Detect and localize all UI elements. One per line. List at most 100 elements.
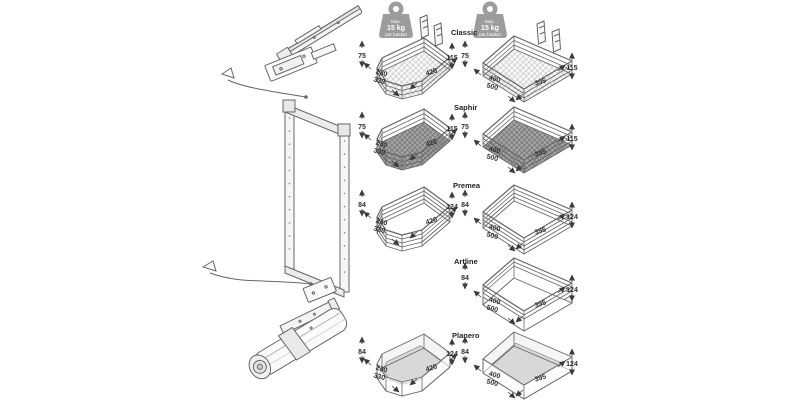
dim-value: 124 — [566, 361, 578, 368]
frame-assembly — [201, 4, 363, 380]
dim-arrow — [363, 358, 372, 366]
dim-arrow — [409, 231, 418, 239]
dim-arrow — [515, 242, 524, 250]
dim-arrow — [473, 217, 482, 225]
edge-dimension: 400500 — [473, 290, 516, 325]
dim-value-line: 230 — [375, 365, 388, 375]
dim-value: 230330 — [373, 140, 388, 158]
dim-value-line: 230 — [375, 218, 388, 228]
height-dimension: 75 — [358, 111, 366, 139]
dim-arrow — [391, 160, 400, 168]
dim-arrow — [507, 95, 516, 103]
edge-dimension: 400500 — [473, 68, 516, 103]
dim-value: 75 — [461, 124, 469, 131]
basket-meshL — [482, 35, 573, 103]
dim-value-line: 500 — [486, 231, 499, 241]
dim-value: 84 — [461, 275, 469, 282]
dim-value: 395 — [534, 77, 547, 87]
height-dimension: 75 — [358, 40, 366, 68]
dim-value: 420 — [425, 67, 438, 77]
badge-line-max: Max. — [391, 19, 401, 24]
dim-arrow — [449, 353, 458, 361]
height-dimension: 75 — [461, 40, 469, 68]
dim-arrow — [557, 286, 566, 294]
edge-dimension: 420 — [409, 353, 458, 386]
badge-line-weight: 15 kg — [481, 25, 499, 32]
edge-dimension: 230330 — [363, 62, 400, 97]
series-label: Classic — [451, 28, 477, 37]
edge-dimension: 230330 — [363, 358, 400, 393]
dim-value-line: 500 — [486, 153, 499, 163]
dim-value-line: 230 — [375, 69, 388, 79]
dim-arrow — [391, 385, 400, 393]
dim-value-line: 400 — [488, 224, 501, 234]
dim-value: 400500 — [486, 224, 501, 242]
dim-value: 115 — [566, 65, 577, 72]
series-label: Planero — [452, 331, 480, 340]
badge-line-max: Max. — [485, 19, 495, 24]
dim-value: 420 — [425, 138, 438, 148]
basket-artline — [482, 257, 573, 332]
dim-arrow — [409, 82, 418, 90]
dim-arrow — [557, 64, 566, 72]
dim-arrow — [507, 317, 516, 325]
basket-meshD — [482, 106, 573, 174]
bottom-bracket — [302, 277, 337, 303]
edge-dimension: 395 — [515, 213, 566, 250]
hook-brackets-1 — [419, 14, 444, 47]
dim-value: 84 — [358, 349, 366, 356]
basket-rails — [482, 184, 573, 255]
edge-dimension: 395 — [515, 64, 566, 101]
dim-arrow — [515, 93, 524, 101]
edge-dimension: 395 — [515, 135, 566, 172]
dim-value: 115 — [566, 136, 577, 143]
dim-value-line: 500 — [486, 378, 499, 388]
dim-arrow — [515, 164, 524, 172]
series-label: Premea — [453, 181, 481, 190]
edge-dimension: 230330 — [363, 133, 400, 168]
badges-layer: Max. 15 kg per basket Max. 15 kg per bas… — [379, 1, 562, 53]
dim-value: 124 — [566, 214, 578, 221]
pull-out-frame — [282, 99, 351, 298]
dim-value-line: 500 — [486, 304, 499, 314]
dim-value-line: 330 — [373, 147, 386, 157]
dim-arrow — [473, 139, 482, 147]
dim-value: 395 — [534, 299, 547, 309]
dim-arrow — [557, 135, 566, 143]
dim-arrow — [557, 213, 566, 221]
dim-value-line: 400 — [488, 371, 501, 381]
height-dimension: 115 — [566, 52, 578, 80]
dim-arrow — [507, 166, 516, 174]
max-weight-badge-2: Max. 15 kg per basket — [473, 1, 507, 38]
mounting-plate — [264, 43, 337, 82]
edge-dimension: 420 — [409, 57, 458, 90]
dim-arrow — [391, 89, 400, 97]
edge-dimension: 420 — [409, 206, 458, 239]
height-dimension: 84 — [358, 189, 366, 217]
dim-value: 420 — [425, 216, 438, 226]
dim-arrow — [507, 244, 516, 252]
edge-dimension: 420 — [409, 128, 458, 161]
dim-arrow — [473, 68, 482, 76]
height-dimension: 84 — [358, 336, 366, 364]
edge-dimension: 400500 — [473, 217, 516, 252]
hook-brackets-2 — [536, 20, 562, 53]
dim-value: 84 — [358, 202, 366, 209]
dim-value: 400500 — [486, 297, 501, 315]
dim-value-line: 330 — [373, 225, 386, 235]
dim-value: 400500 — [486, 75, 501, 93]
height-dimension: 124 — [566, 348, 578, 376]
dim-arrow — [363, 62, 372, 70]
dim-arrow — [449, 206, 458, 214]
dim-value: 230330 — [373, 365, 388, 383]
height-dimension: 115 — [566, 123, 578, 151]
height-dimension: 124 — [446, 191, 458, 219]
height-dimension: 75 — [461, 111, 469, 139]
dim-value-line: 330 — [373, 76, 386, 86]
height-dimension: 84 — [461, 336, 469, 364]
bottom-slide-rail — [248, 308, 348, 380]
dim-value: 420 — [425, 363, 438, 373]
dim-value: 75 — [358, 53, 366, 60]
